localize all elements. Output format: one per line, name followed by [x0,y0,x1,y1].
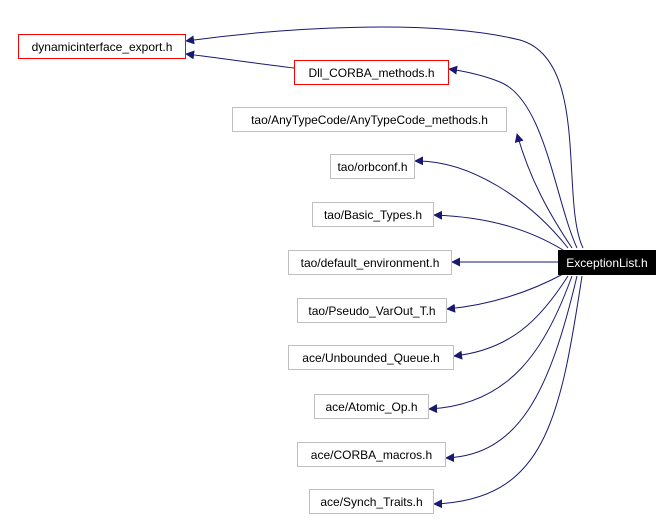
edge-exceptionlist-to-orbconf [414,156,569,249]
node-dll-corba-methods[interactable]: Dll_CORBA_methods.h [294,60,449,85]
node-pseudo-varout[interactable]: tao/Pseudo_VarOut_T.h [297,298,447,323]
edge-exceptionlist-to-synch-traits [433,275,583,509]
edge-exceptionlist-to-corba-macros [445,275,578,463]
edge-exceptionlist-to-dynamicinterface-export [185,26,584,249]
node-dynamicinterface-export[interactable]: dynamicinterface_export.h [18,34,186,59]
edge-exceptionlist-to-atomic-op [428,275,573,414]
node-anytypecode-methods[interactable]: tao/AnyTypeCode/AnyTypeCode_methods.h [232,107,507,132]
node-atomic-op[interactable]: ace/Atomic_Op.h [314,394,429,419]
node-default-environment[interactable]: tao/default_environment.h [288,250,452,275]
edge-dll-corba-methods-to-dynamicinterface-export [185,50,295,69]
node-basic-types[interactable]: tao/Basic_Types.h [312,202,434,227]
edge-exceptionlist-to-unbounded-queue [453,275,569,360]
node-unbounded-queue[interactable]: ace/Unbounded_Queue.h [288,345,454,370]
node-corba-macros[interactable]: ace/CORBA_macros.h [297,442,446,467]
edge-exceptionlist-to-dll-corba-methods [448,65,578,249]
node-orbconf[interactable]: tao/orbconf.h [330,154,415,179]
edge-exceptionlist-to-anytypecode-methods [514,133,573,249]
edge-exceptionlist-to-pseudo-varout [446,273,564,313]
node-synch-traits[interactable]: ace/Synch_Traits.h [309,489,434,514]
node-exceptionlist-root[interactable]: ExceptionList.h [558,250,656,275]
edge-exceptionlist-to-basic-types [433,210,564,251]
